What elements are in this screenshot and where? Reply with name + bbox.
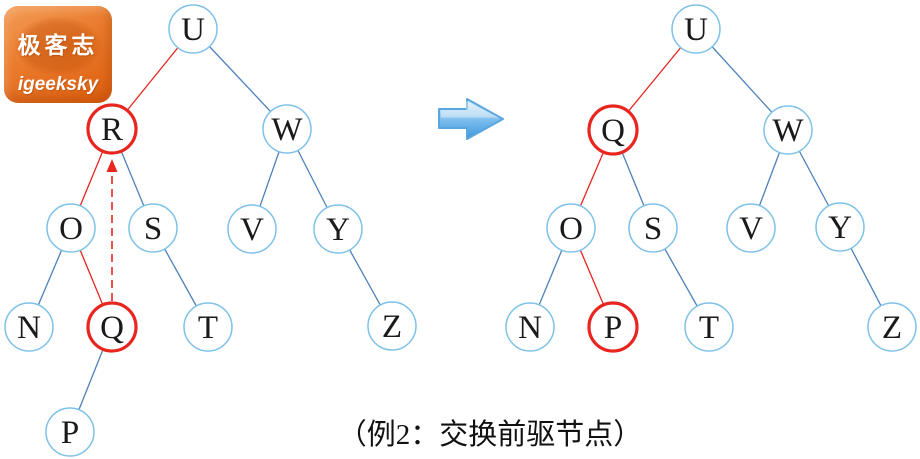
node-label-Q: Q xyxy=(100,310,124,346)
node-label-N: N xyxy=(518,310,542,346)
node-label-U: U xyxy=(181,12,205,48)
node-circle-S xyxy=(628,203,678,253)
after-swap-tree: U Q W O S V Y N P T Z xyxy=(505,4,917,353)
node-label-P: P xyxy=(61,415,79,451)
node-circle-O xyxy=(46,203,96,253)
node-label-V: V xyxy=(240,212,264,248)
node-circle-T xyxy=(183,302,233,352)
node-label-N: N xyxy=(17,310,41,346)
node-label-Z: Z xyxy=(882,310,902,346)
node-circle-V xyxy=(726,203,776,253)
node-circle-Y xyxy=(815,202,865,252)
node-circle-S xyxy=(128,203,178,253)
node-label-T: T xyxy=(198,310,218,346)
transform-arrow-icon xyxy=(438,98,504,140)
node-circle-W xyxy=(262,104,312,154)
node-circle-P-highlighted xyxy=(587,301,639,353)
logo-title: 极客志 xyxy=(17,33,99,58)
logo-ellipse xyxy=(15,17,101,75)
logo-subtitle: igeeksky xyxy=(17,74,99,95)
node-circle-W xyxy=(763,105,813,155)
predecessor-pointer-arrowhead-icon xyxy=(106,159,118,172)
node-circle-Z xyxy=(367,301,417,351)
node-label-Y: Y xyxy=(326,212,350,248)
node-label-V: V xyxy=(739,211,763,247)
node-circle-T xyxy=(684,302,734,352)
node-label-W: W xyxy=(271,112,303,148)
before-swap-tree: U R W O S V Y N Q T Z P xyxy=(4,4,417,457)
node-label-U: U xyxy=(684,12,708,48)
node-circle-N xyxy=(505,302,555,352)
node-circle-Q-highlighted xyxy=(587,104,639,156)
node-label-S: S xyxy=(144,211,162,247)
node-label-Z: Z xyxy=(382,309,402,345)
node-circle-U xyxy=(168,4,218,54)
node-label-Q: Q xyxy=(601,113,625,149)
igeeksky-logo: 极客志 igeeksky xyxy=(4,6,112,103)
node-label-O: O xyxy=(559,211,583,247)
node-circle-U xyxy=(671,4,721,54)
node-circle-R-highlighted xyxy=(86,103,138,155)
figure-caption: （例2：交换前驱节点） xyxy=(337,419,643,451)
node-circle-Y xyxy=(313,204,363,254)
node-circle-O xyxy=(546,203,596,253)
node-circle-Q-highlighted xyxy=(86,301,138,353)
node-circle-N xyxy=(4,302,54,352)
node-label-P: P xyxy=(604,310,622,346)
node-label-T: T xyxy=(699,310,719,346)
node-label-R: R xyxy=(101,112,123,148)
node-label-S: S xyxy=(644,211,662,247)
node-label-Y: Y xyxy=(828,210,852,246)
node-label-O: O xyxy=(59,211,83,247)
transform-arrow-gloss xyxy=(441,101,499,118)
node-circle-P xyxy=(45,407,95,457)
transform-arrow xyxy=(438,98,504,140)
node-label-W: W xyxy=(772,113,804,149)
node-circle-Z xyxy=(867,302,917,352)
node-circle-V xyxy=(227,204,277,254)
